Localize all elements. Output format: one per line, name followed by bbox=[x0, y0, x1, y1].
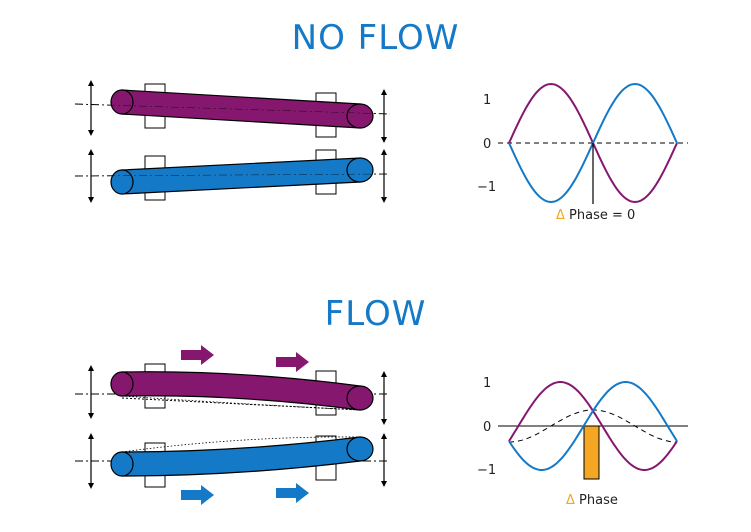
no-flow-purple-tube bbox=[74, 83, 391, 138]
flow-tubes bbox=[75, 345, 390, 505]
phase-label: Δ Phase = 0 bbox=[556, 208, 635, 223]
delta-symbol: Δ bbox=[566, 493, 575, 508]
y-tick-1: 1 bbox=[483, 93, 491, 108]
y-tick-minus1: −1 bbox=[477, 463, 496, 478]
phase-difference-bar bbox=[583, 425, 600, 480]
up-down-arrow-icon bbox=[88, 365, 387, 489]
y-tick-1: 1 bbox=[483, 376, 491, 391]
no-flow-tubes bbox=[74, 80, 391, 203]
phase-label: Δ Phase bbox=[566, 493, 618, 508]
title-flow: FLOW bbox=[324, 294, 427, 334]
no-flow-blue-tube bbox=[74, 149, 391, 201]
flow-blue-tube bbox=[75, 435, 390, 488]
up-down-arrow-icon bbox=[88, 80, 387, 203]
y-tick-0: 0 bbox=[483, 420, 491, 435]
delta-symbol: Δ bbox=[556, 208, 565, 223]
blue-wave bbox=[508, 381, 678, 471]
phase-text: Phase bbox=[575, 493, 618, 508]
no-flow-plot: 1 0 −1 Δ Phase = 0 bbox=[477, 82, 688, 223]
flow-purple-tube bbox=[75, 363, 390, 416]
y-tick-0: 0 bbox=[483, 137, 491, 152]
flow-plot: 1 0 −1 Δ Phase bbox=[477, 376, 688, 508]
right-arrow-icon bbox=[181, 345, 309, 505]
phase-text: Phase = 0 bbox=[565, 208, 635, 223]
title-no-flow: NO FLOW bbox=[291, 18, 460, 58]
y-tick-minus1: −1 bbox=[477, 180, 496, 195]
